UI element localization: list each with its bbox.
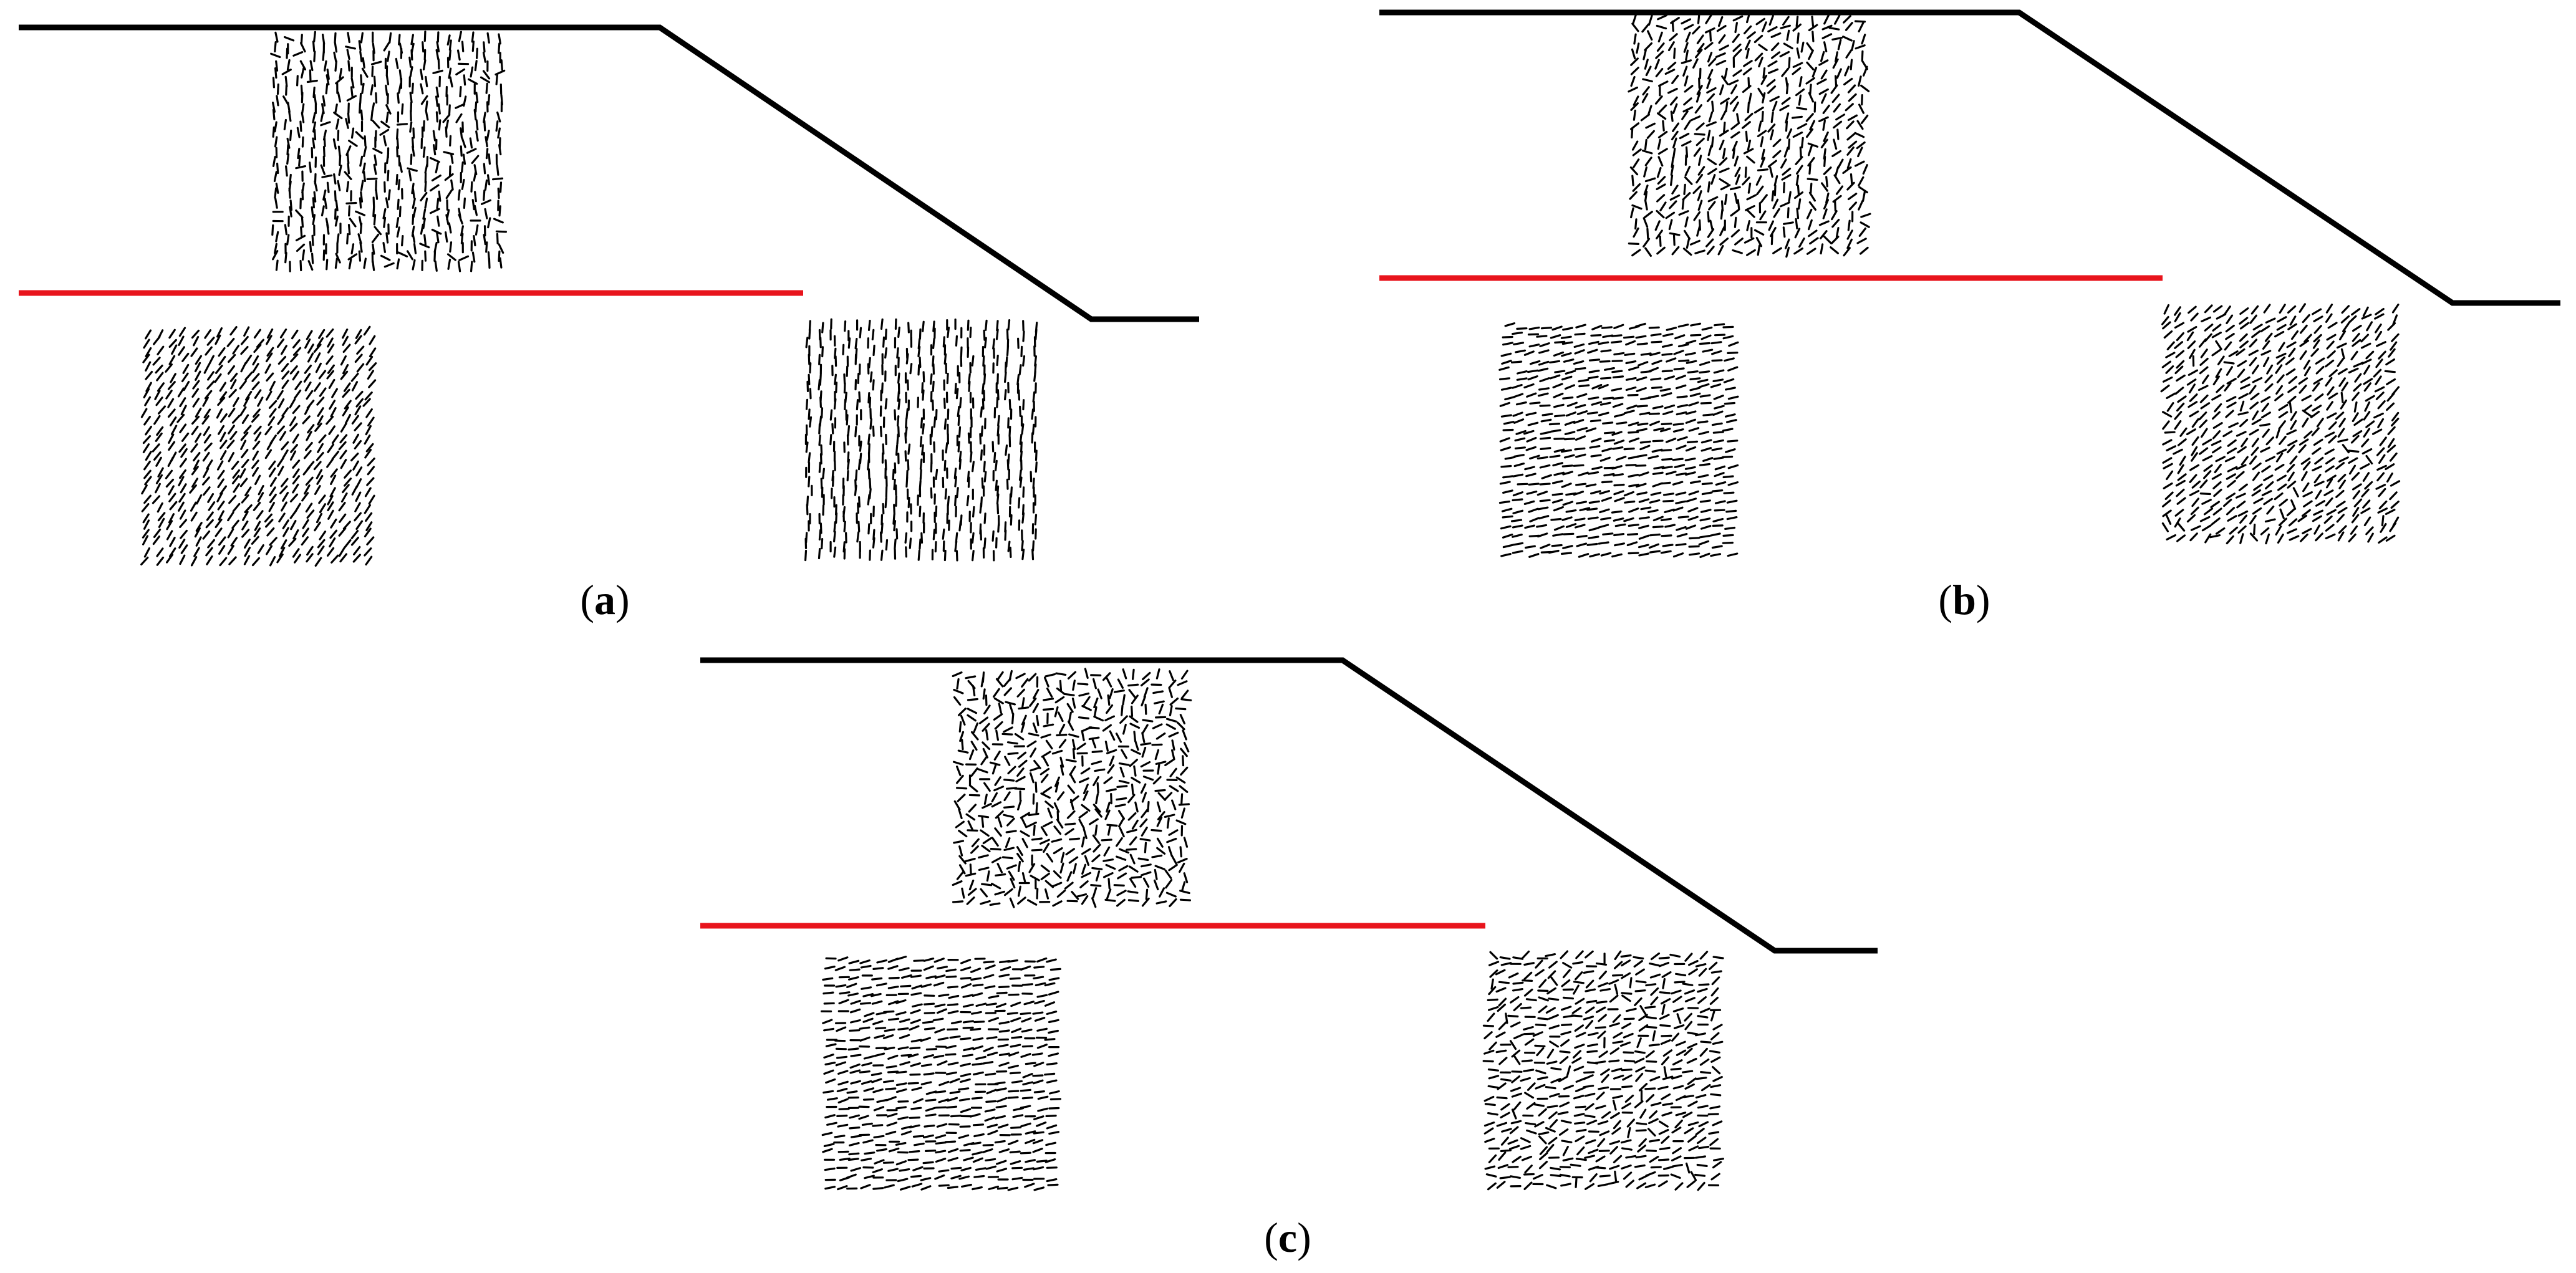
panel-b-inset-bottom-left [1498,322,1739,559]
panel-a-inset-bottom-left [140,325,377,567]
panel-b-profile-line [1379,9,2560,306]
panel-a-profile-line [19,24,1199,322]
panel-c: (c) [700,657,1878,1261]
panel-a-label: (a) [580,576,629,623]
panel-b-label: (b) [1938,576,1990,623]
fiber-segments [1628,12,1871,258]
fiber-segments [821,956,1061,1191]
fiber-segments [804,318,1038,562]
fiber-segments [952,668,1192,908]
panel-c-profile-line [700,657,1878,954]
panel-b: (b) [1379,9,2560,623]
fiber-segments [2160,303,2401,545]
panel-c-inset-bottom-left [821,956,1061,1191]
fiber-segments [270,31,507,272]
panel-a-inset-top [270,31,507,272]
panel-c-inset-top [952,668,1192,908]
panel-b-inset-bottom-right [2160,303,2401,545]
panel-c-label: (c) [1264,1214,1311,1261]
panel-c-inset-bottom-right [1482,950,1724,1191]
panel-a-inset-bottom-right [804,318,1038,562]
fiber-segments [1498,322,1739,559]
panel-a: (a) [19,24,1199,623]
fiber-segments [140,325,377,567]
panel-b-inset-top [1628,12,1871,258]
fiber-segments [1482,950,1724,1191]
